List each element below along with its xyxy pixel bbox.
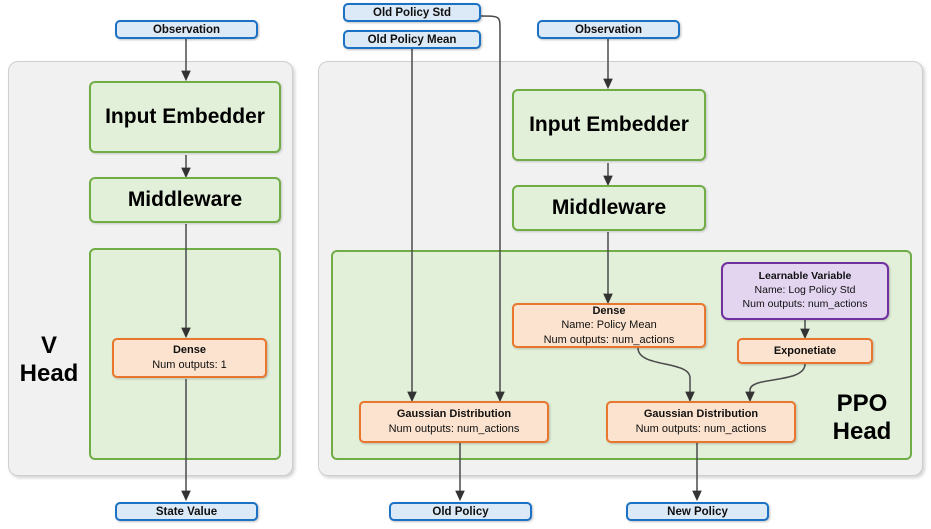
output-state-value[interactable]: State Value xyxy=(115,502,258,521)
v-head-dense-outputs: Num outputs: 1 xyxy=(152,359,227,371)
ppo-head-gaussian-new[interactable]: Gaussian Distribution Num outputs: num_a… xyxy=(606,401,796,443)
v-head-group-label-line2: Head xyxy=(19,359,79,387)
input-old-policy-std[interactable]: Old Policy Std xyxy=(343,3,481,22)
v-head-middleware-label: Middleware xyxy=(127,188,243,211)
input-old-policy-mean-label: Old Policy Mean xyxy=(367,33,457,46)
input-observation-left-label: Observation xyxy=(152,23,221,36)
learnable-variable-outputs: Num outputs: num_actions xyxy=(742,297,868,310)
ppo-head-dense-title: Dense xyxy=(592,304,626,317)
gaussian-old-outputs: Num outputs: num_actions xyxy=(388,423,520,435)
learnable-variable-title: Learnable Variable xyxy=(758,270,852,283)
input-observation-right[interactable]: Observation xyxy=(537,20,680,39)
ppo-head-group-label-line1: PPO xyxy=(836,390,888,417)
gaussian-old-title: Gaussian Distribution xyxy=(396,408,512,421)
input-old-policy-mean[interactable]: Old Policy Mean xyxy=(343,30,481,49)
gaussian-new-outputs: Num outputs: num_actions xyxy=(635,423,767,435)
v-head-dense[interactable]: Dense Num outputs: 1 xyxy=(112,338,267,378)
ppo-head-input-embedder-label: Input Embedder xyxy=(529,113,689,136)
output-new-policy-label: New Policy xyxy=(667,505,728,518)
ppo-head-middleware[interactable]: Middleware xyxy=(512,185,706,231)
v-head-input-embedder[interactable]: Input Embedder xyxy=(89,81,281,153)
ppo-head-group-label: PPO Head xyxy=(822,390,902,445)
v-head-dense-title: Dense xyxy=(172,344,207,357)
input-old-policy-std-label: Old Policy Std xyxy=(373,6,451,19)
output-new-policy[interactable]: New Policy xyxy=(626,502,769,521)
ppo-head-dense-policy-mean[interactable]: Dense Name: Policy Mean Num outputs: num… xyxy=(512,303,706,348)
output-old-policy[interactable]: Old Policy xyxy=(389,502,532,521)
gaussian-new-title: Gaussian Distribution xyxy=(643,408,759,421)
ppo-head-exponentiate[interactable]: Exponetiate xyxy=(737,338,873,364)
ppo-head-group-label-line2: Head xyxy=(832,417,892,445)
exponentiate-title: Exponetiate xyxy=(773,345,837,357)
output-state-value-label: State Value xyxy=(155,505,218,518)
output-old-policy-label: Old Policy xyxy=(432,505,489,518)
ppo-head-learnable-variable[interactable]: Learnable Variable Name: Log Policy Std … xyxy=(721,262,889,320)
input-observation-left[interactable]: Observation xyxy=(115,20,258,39)
ppo-head-dense-name: Name: Policy Mean xyxy=(561,319,657,332)
v-head-middleware[interactable]: Middleware xyxy=(89,177,281,223)
v-head-group-label: V Head xyxy=(14,332,84,387)
input-observation-right-label: Observation xyxy=(574,23,643,36)
ppo-head-input-embedder[interactable]: Input Embedder xyxy=(512,89,706,161)
ppo-head-middleware-label: Middleware xyxy=(551,196,667,219)
ppo-head-gaussian-old[interactable]: Gaussian Distribution Num outputs: num_a… xyxy=(359,401,549,443)
ppo-head-dense-outputs: Num outputs: num_actions xyxy=(543,333,675,346)
v-head-group-label-line1: V xyxy=(40,332,57,359)
learnable-variable-name: Name: Log Policy Std xyxy=(754,284,856,297)
v-head-input-embedder-label: Input Embedder xyxy=(105,105,265,128)
